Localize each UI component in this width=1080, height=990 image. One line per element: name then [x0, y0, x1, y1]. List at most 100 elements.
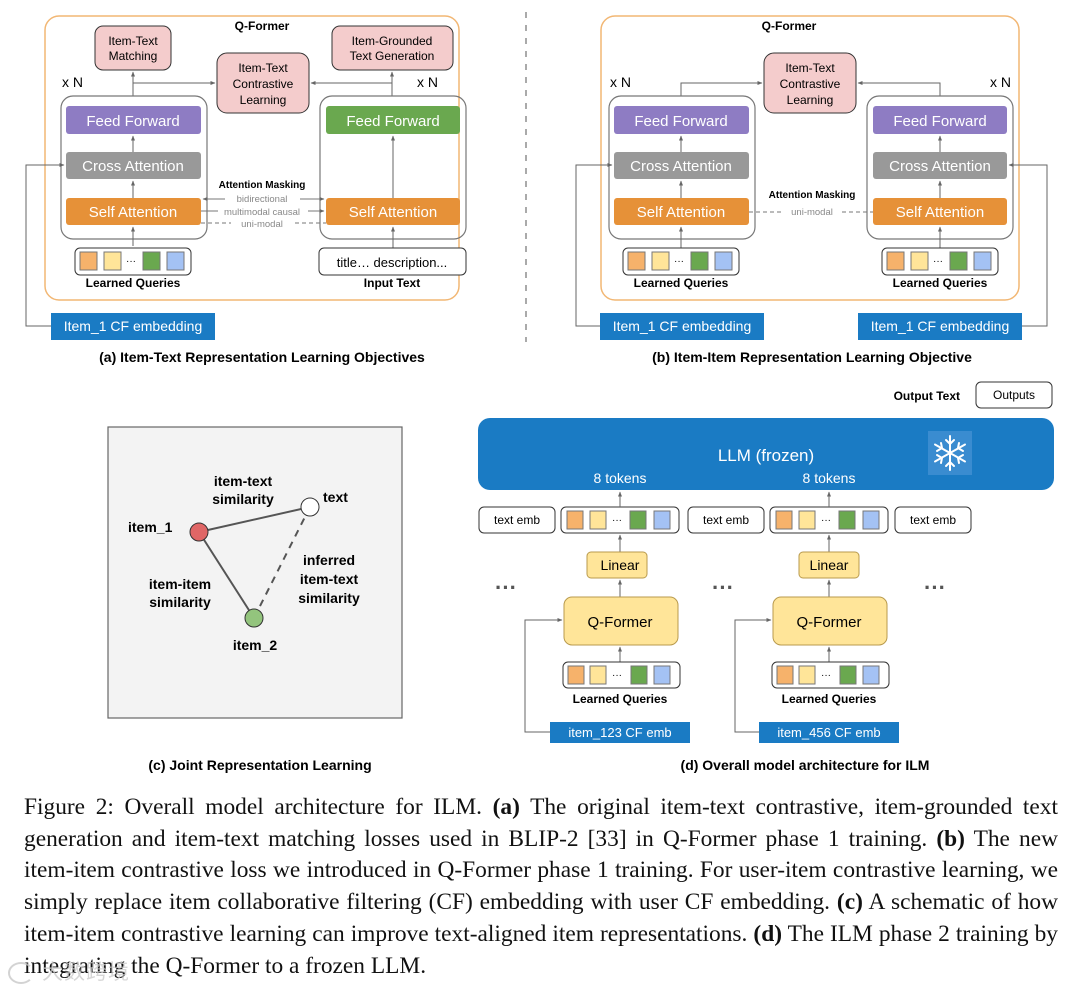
label-line: Matching	[109, 49, 158, 63]
qformer-label-right: Q-Former	[797, 614, 862, 631]
learned-queries: ···	[74, 247, 192, 276]
edge-label: item-item	[149, 576, 211, 592]
text-emb-label: text emb	[703, 513, 749, 527]
label-item-2: item_2	[233, 637, 278, 653]
ellipsis: ···	[674, 256, 684, 267]
self-attention-label: Self Attention	[349, 204, 437, 221]
self-attention-block	[614, 198, 749, 225]
edge-label: similarity	[298, 590, 360, 606]
figure-diagram: Q-Former Item-Text Matching Item-Text Co…	[25, 12, 1054, 773]
masking-uni-modal: uni-modal	[791, 207, 833, 218]
label-line: Contrastive	[233, 77, 294, 91]
snowflake-icon	[928, 431, 972, 475]
cross-attention-block	[614, 152, 749, 179]
caption-tag-c: (c)	[836, 889, 863, 916]
feed-forward-block	[326, 106, 460, 134]
qformer-label-left: Q-Former	[588, 614, 653, 631]
ellipsis: ···	[126, 256, 136, 267]
linear-label-right: Linear	[810, 557, 849, 573]
learned-queries-label: Learned Queries	[893, 276, 988, 290]
learned-queries-label: Learned Queries	[86, 276, 181, 290]
cross-attention-block	[66, 152, 201, 179]
caption-tag-a: (a)	[492, 794, 520, 820]
masking-uni-modal: uni-modal	[241, 219, 283, 230]
text-emb-box	[687, 506, 765, 534]
label-line: Learning	[240, 93, 287, 107]
cross-attention-label: Cross Attention	[889, 158, 991, 175]
watermark-text: 大数跨境	[42, 960, 130, 984]
edge-label: item-text	[300, 571, 359, 587]
repeat-label-left: x N	[62, 74, 83, 90]
label-text: text	[323, 489, 348, 505]
learned-queries-label: Learned Queries	[634, 276, 729, 290]
label-line: Item-Text	[108, 34, 158, 48]
loss-item-text-matching: Item-Text Matching	[94, 25, 172, 71]
ellipsis-right: ···	[924, 575, 946, 600]
cf-emb-label-right: item_456 CF emb	[777, 725, 880, 740]
outputs-label: Outputs	[993, 388, 1035, 402]
cf-embedding-label: Item_1 CF embedding	[871, 318, 1010, 334]
caption-text-a: The original item-text contrastive, item…	[24, 794, 1058, 852]
edge-item-text	[198, 506, 311, 533]
loss-item-grounded-text-generation: Item-Grounded Text Generation	[331, 25, 454, 71]
edge-label: item-text	[214, 473, 273, 489]
cf-emb-label-left: item_123 CF emb	[568, 725, 671, 740]
left-transformer-block	[60, 95, 208, 240]
qformer-frame	[600, 15, 1020, 301]
node-item-1	[189, 522, 209, 542]
query-tokens-right: ···	[769, 506, 889, 534]
panel-d: Output Text Outputs LLM (frozen) 8 token…	[478, 381, 1054, 773]
cf-embedding-label: Item_1 CF embedding	[64, 318, 203, 334]
llm-block	[478, 418, 1054, 490]
edge-label: inferred	[303, 552, 355, 568]
input-text-value: title… description...	[337, 255, 448, 270]
attention-masking-title: Attention Masking	[769, 190, 856, 201]
panel-b-caption: (b) Item-Item Representation Learning Ob…	[652, 349, 972, 365]
caption-text-c: A schematic of how item-item contrastive…	[24, 889, 1058, 947]
tokens-label-left: 8 tokens	[594, 470, 647, 486]
watermark: 大数跨境	[8, 956, 130, 986]
label-line: Item-Grounded	[352, 34, 433, 48]
self-attention-label: Self Attention	[896, 204, 984, 221]
input-text-box	[318, 247, 467, 276]
feed-forward-label: Feed Forward	[634, 113, 727, 130]
panel-a: Q-Former Item-Text Matching Item-Text Co…	[25, 15, 467, 365]
self-attention-label: Self Attention	[89, 204, 177, 221]
attention-masking-title: Attention Masking	[219, 180, 306, 191]
cross-attention-label: Cross Attention	[82, 158, 184, 175]
self-attention-label: Self Attention	[637, 204, 725, 221]
learned-queries-label: Learned Queries	[573, 692, 668, 706]
self-attention-block	[873, 198, 1007, 225]
self-attention-block	[66, 198, 201, 225]
caption-tag-b: (b)	[936, 825, 965, 852]
feed-forward-label: Feed Forward	[346, 113, 439, 130]
repeat-label-left: x N	[610, 74, 631, 90]
qformer-block-left	[563, 596, 679, 646]
qformer-title: Q-Former	[235, 19, 290, 33]
ellipsis-left: ···	[495, 575, 517, 600]
output-text-label: Output Text	[894, 389, 960, 403]
caption-text-b: The new item-item contrastive loss we in…	[24, 825, 1058, 916]
query-tokens-left: ···	[560, 506, 680, 534]
label-item-1: item_1	[128, 519, 173, 535]
node-text	[300, 497, 320, 517]
feed-forward-label: Feed Forward	[893, 113, 986, 130]
repeat-label-right: x N	[417, 74, 438, 90]
cf-emb-box-right	[759, 722, 899, 743]
masking-multimodal-causal: multimodal causal	[224, 207, 300, 218]
panel-c-background	[107, 426, 403, 719]
cross-attention-label: Cross Attention	[630, 158, 732, 175]
text-emb-box	[894, 506, 972, 534]
panel-c-caption: (c) Joint Representation Learning	[148, 757, 371, 773]
learned-queries-left: ···	[622, 247, 740, 276]
figure-caption: Figure 2: Overall model architecture for…	[24, 792, 1058, 982]
feed-forward-block	[66, 106, 201, 134]
masking-bidirectional: bidirectional	[237, 194, 288, 205]
edge-label: similarity	[149, 594, 211, 610]
panel-a-caption: (a) Item-Text Representation Learning Ob…	[99, 349, 425, 365]
cf-emb-box-left	[550, 722, 690, 743]
cf-embedding-label: Item_1 CF embedding	[613, 318, 752, 334]
tokens-label-right: 8 tokens	[803, 470, 856, 486]
learned-queries-left: ···	[562, 661, 681, 689]
learned-queries-label: Learned Queries	[782, 692, 877, 706]
